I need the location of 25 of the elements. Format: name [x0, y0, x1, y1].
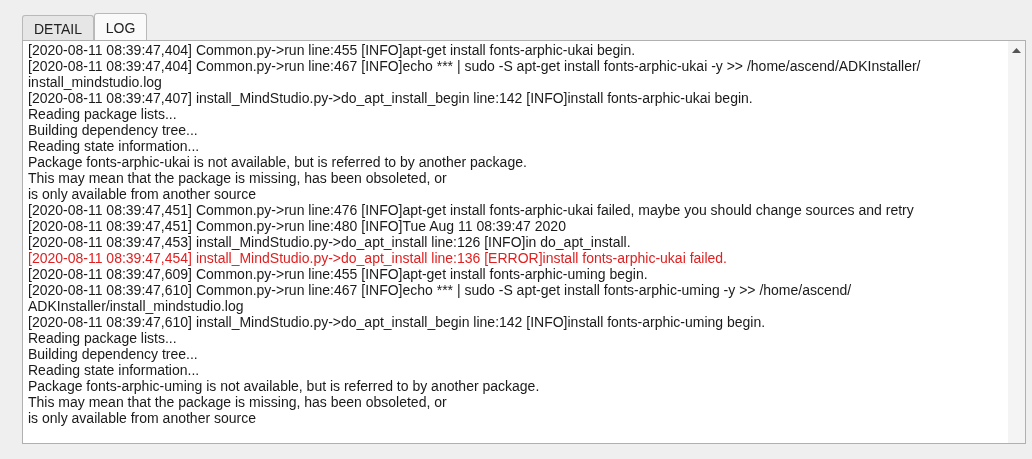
log-line: [2020-08-11 08:39:47,451] Common.py->run line:476 [INFO]apt-get install fonts-arphic-ukai failed, maybe you should change sources and retry	[28, 202, 915, 218]
log-panel	[22, 40, 1026, 444]
log-line: [2020-08-11 08:39:47,610] Common.py->run line:467 [INFO]echo *** | sudo -S apt-get install fonts-arphic-uming -y >> /home/ascend/ ADKInstaller/install_mindstudio.log	[28, 282, 853, 314]
log-line: [2020-08-11 08:39:47,609] Common.py->run line:455 [INFO]apt-get install fonts-arphic-uming begin.	[28, 266, 649, 282]
log-line: Reading package lists...	[28, 330, 178, 346]
tab: LOG	[94, 13, 147, 41]
log-line: Package fonts-arphic-ukai is not available, but is referred to by another package.	[28, 154, 528, 170]
log-line: Building dependency tree...	[28, 122, 199, 138]
log-line: [2020-08-11 08:39:47,453] install_MindStudio.py->do_apt_install line:126 [INFO]in do_apt_install.	[28, 234, 632, 250]
log-line: Reading state information...	[28, 138, 201, 154]
log-line: Reading state information...	[28, 362, 201, 378]
log-line: [2020-08-11 08:39:47,404] Common.py->run line:467 [INFO]echo *** | sudo -S apt-get install fonts-arphic-ukai -y >> /home/ascend/ADKInstaller/ install_mindstudio.log	[28, 58, 922, 90]
log-line: is only available from another source	[28, 410, 257, 426]
log-line: is only available from another source	[28, 186, 257, 202]
log-line: [2020-08-11 08:39:47,451] Common.py->run line:480 [INFO]Tue Aug 11 08:39:47 2020	[28, 218, 567, 234]
tab: DETAIL	[22, 15, 94, 41]
log-line: [2020-08-11 08:39:47,407] install_MindStudio.py->do_apt_install_begin line:142 [INFO]install fonts-arphic-ukai begin.	[28, 90, 754, 106]
log-line: Building dependency tree...	[28, 346, 199, 362]
log-line: This may mean that the package is missing, has been obsoleted, or	[28, 170, 448, 186]
log-line: Reading package lists...	[28, 106, 178, 122]
log-line: Package fonts-arphic-uming is not available, but is referred to by another package.	[28, 378, 541, 394]
log-line: [2020-08-11 08:39:47,610] install_MindStudio.py->do_apt_install_begin line:142 [INFO]install fonts-arphic-uming begin.	[28, 314, 767, 330]
log-line: This may mean that the package is missing, has been obsoleted, or	[28, 394, 448, 410]
log-line: [2020-08-11 08:39:47,454] install_MindStudio.py->do_apt_install line:136 [ERROR]install fonts-arphic-ukai failed.	[28, 250, 728, 266]
log-line: [2020-08-11 08:39:47,404] Common.py->run line:455 [INFO]apt-get install fonts-arphic-ukai begin.	[28, 42, 637, 58]
